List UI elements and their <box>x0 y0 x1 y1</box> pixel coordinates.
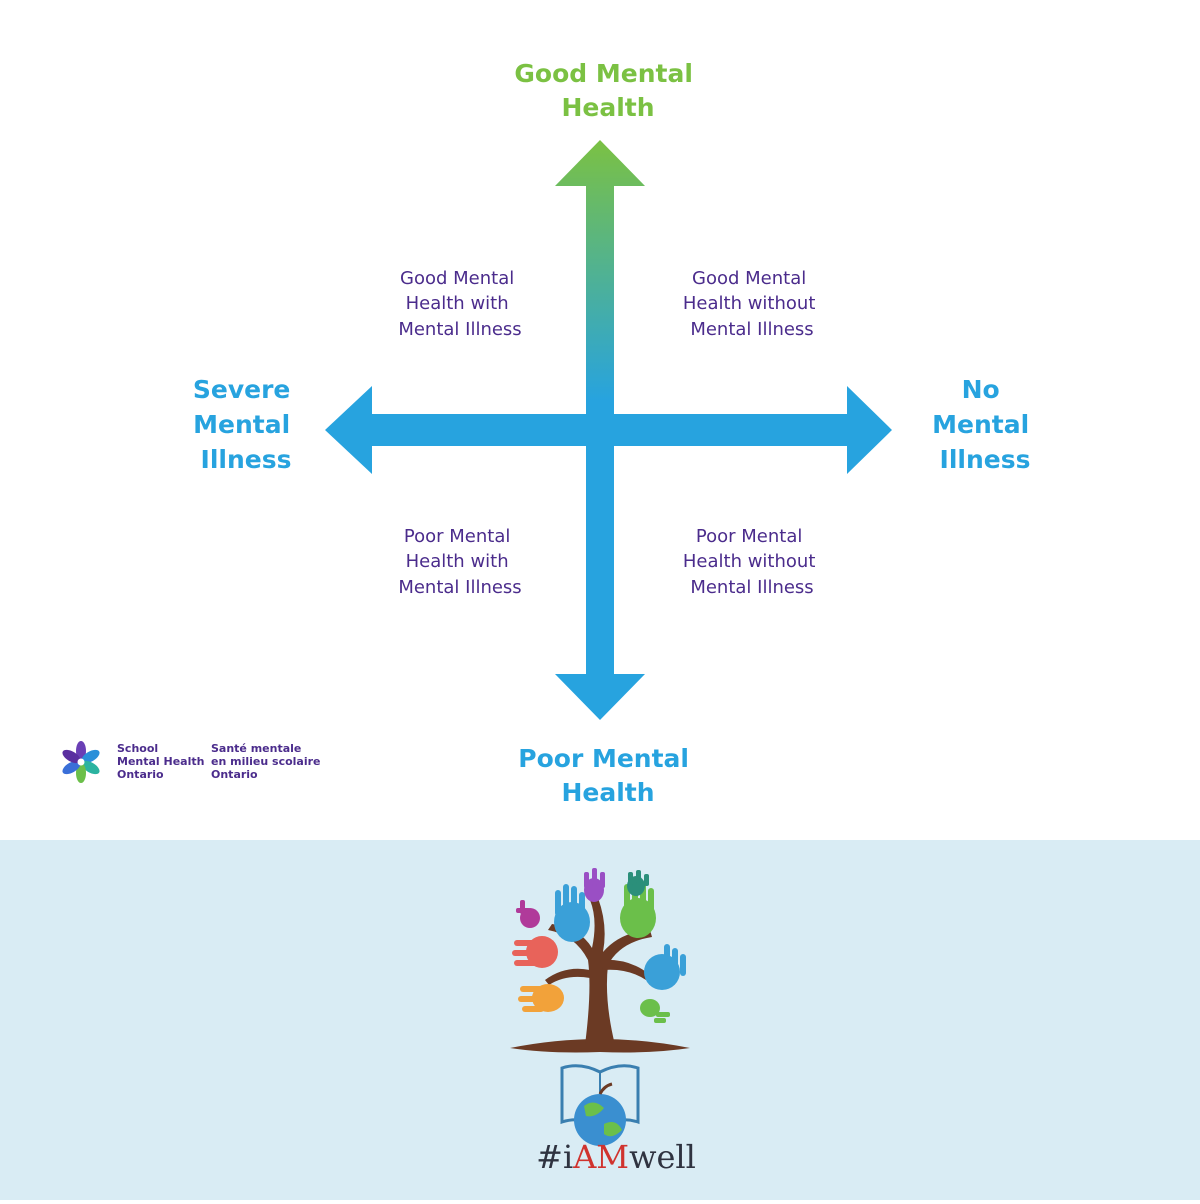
axis-label-top: Good Mental Health <box>514 59 701 122</box>
axis-label-left: Severe Mental Illness <box>193 375 299 474</box>
continuum-svg: Good Mental Health Poor Mental Health Se… <box>62 59 1038 807</box>
hashtag-emphasis: AM <box>572 1138 629 1176</box>
quadrant-label-top-left: Good Mental Health with Mental Illness <box>398 268 521 340</box>
vertical-axis-arrow <box>555 140 645 720</box>
mental-health-continuum-diagram: Good Mental Health Poor Mental Health Se… <box>62 59 1038 807</box>
quadrant-label-top-right: Good Mental Health without Mental Illnes… <box>683 268 821 340</box>
axis-label-right: No Mental Illness <box>932 375 1038 474</box>
hashtag-prefix: #i <box>536 1138 573 1176</box>
axis-label-bottom: Poor Mental Health <box>518 744 697 807</box>
footer-svg: #iAMwell <box>510 868 696 1176</box>
hashtag-label: #iAMwell <box>536 1138 696 1176</box>
hands-tree-logo-icon <box>510 868 690 1146</box>
org-name-english: School Mental Health Ontario <box>117 742 208 781</box>
org-name-french: Santé mentale en milieu scolaire Ontario <box>211 742 324 781</box>
quadrant-label-bottom-left: Poor Mental Health with Mental Illness <box>398 526 521 598</box>
footer-banner: #iAMwell <box>0 840 1200 1200</box>
hashtag-suffix: well <box>629 1138 696 1176</box>
flower-logo-icon <box>62 741 100 783</box>
quadrant-label-bottom-right: Poor Mental Health without Mental Illnes… <box>683 526 821 598</box>
